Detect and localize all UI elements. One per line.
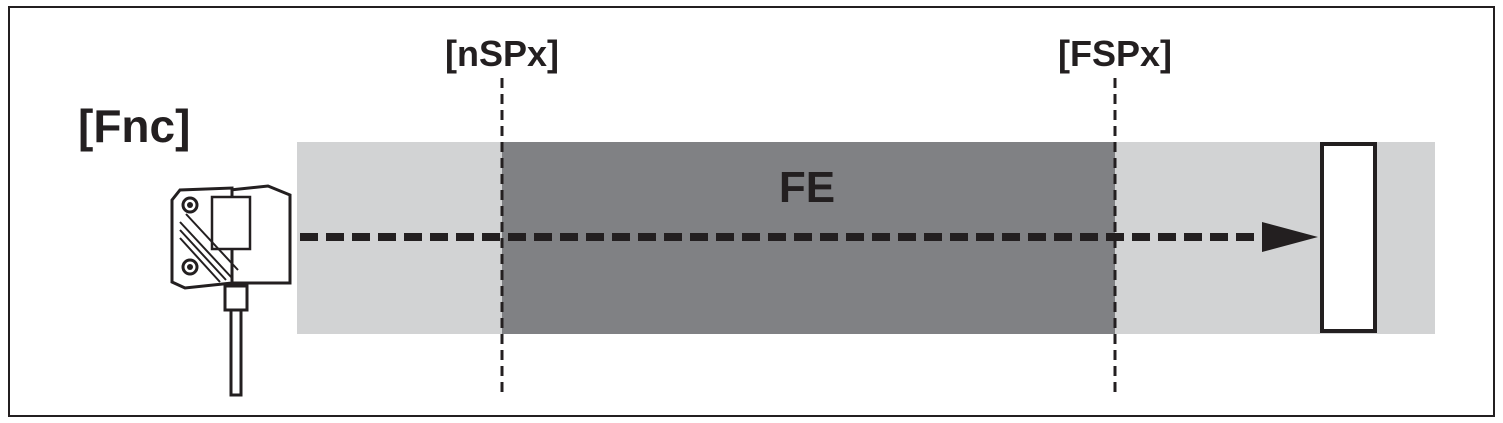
far-setpoint-label: [FSPx] xyxy=(1058,33,1172,74)
sensor-icon xyxy=(170,184,292,397)
arrow-icon xyxy=(1262,222,1318,252)
diagram-frame xyxy=(8,6,1495,417)
near-setpoint-label: [nSPx] xyxy=(445,33,559,74)
target-icon xyxy=(1320,142,1377,333)
zone-label: FE xyxy=(779,163,835,212)
function-label: [Fnc] xyxy=(78,100,190,152)
